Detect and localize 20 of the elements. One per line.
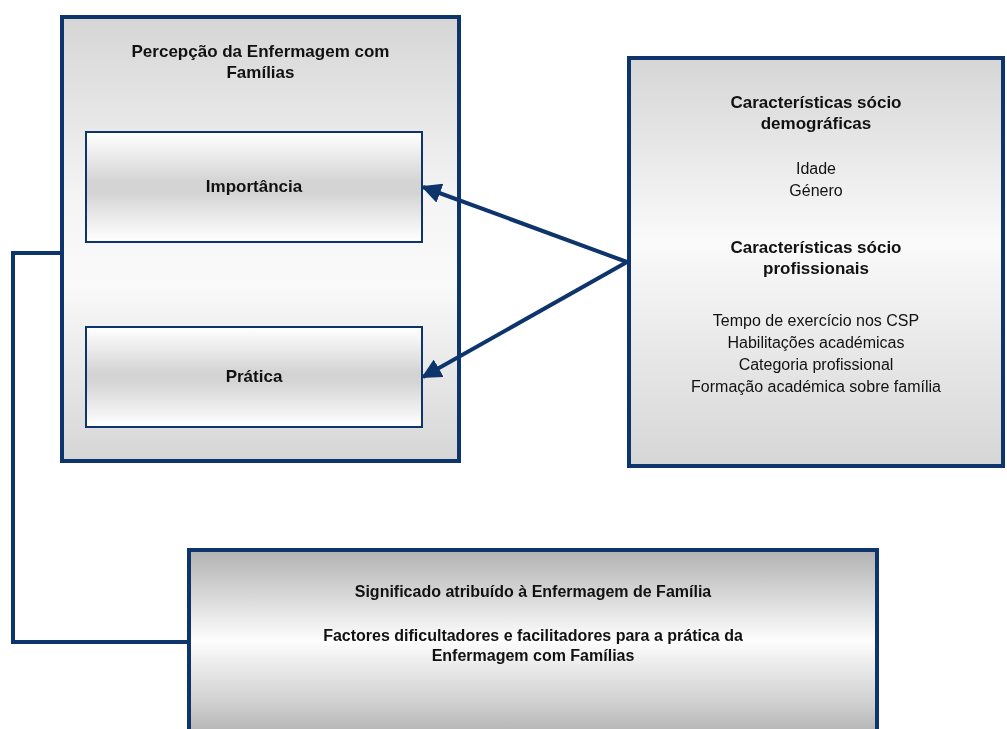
- item-text: Tempo de exercício nos CSP: [712, 311, 920, 331]
- item-text: Categoria profissional: [738, 355, 894, 375]
- group-box: [60, 15, 461, 463]
- process-box: [85, 131, 423, 243]
- item-text: Habilitações académicas: [727, 333, 905, 353]
- heading-text: Importância: [205, 176, 303, 198]
- process-box: [85, 326, 423, 428]
- item-text: Género: [789, 180, 843, 201]
- process-box: [187, 548, 879, 729]
- heading-text: Características sócio demográficas: [729, 92, 903, 135]
- info-box: [627, 56, 1005, 468]
- item-text: Idade: [795, 158, 836, 179]
- connector-arrow: [421, 260, 628, 379]
- heading-text: Prática: [225, 366, 283, 388]
- heading-text: Características sócio profissionais: [729, 236, 903, 279]
- heading-text: Percepção da Enfermagem com Famílias: [130, 41, 391, 84]
- item-text: Formação académica sobre família: [691, 377, 941, 397]
- heading-text: Factores dificultadores e facilitadores para a prática da Enfermagem com Famílias: [322, 626, 744, 666]
- connector-arrow: [421, 183, 628, 264]
- heading-text: Significado atribuído à Enfermagem de Família: [354, 582, 712, 602]
